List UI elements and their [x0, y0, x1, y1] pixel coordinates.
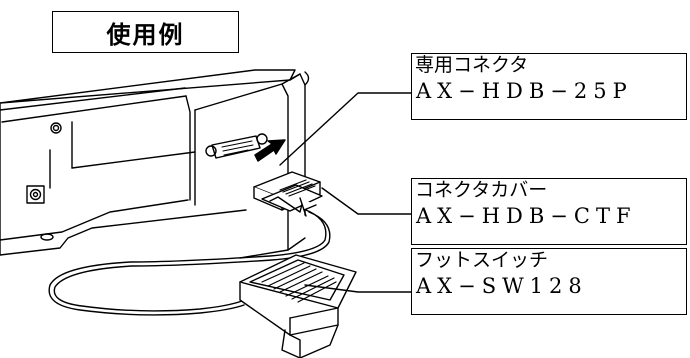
foot-switch [239, 254, 357, 358]
callout-connector-cover: コネクタカバー AX−HDB−CTF [411, 178, 687, 245]
leader-lines [279, 92, 412, 293]
hole-icon [40, 233, 54, 241]
callout-foot-switch: フットスイッチ AX−SW128 [411, 248, 687, 315]
cable [48, 209, 331, 316]
dc-jack-icon [26, 185, 45, 204]
page-title: 使用例 [52, 11, 239, 53]
callout-name: コネクタカバー [415, 179, 548, 201]
callout-model: AX−HDB−25P [416, 79, 633, 103]
callout-dedicated-connector: 専用コネクタ AX−HDB−25P [411, 53, 687, 120]
dsub-port-icon [205, 133, 268, 159]
connector-with-cover [253, 171, 323, 217]
callout-name: フットスイッチ [415, 249, 549, 271]
instrument-body [0, 69, 310, 259]
callout-model: AX−SW128 [416, 274, 588, 298]
insert-arrow-icon [254, 139, 286, 162]
callout-model: AX−HDB−CTF [416, 204, 637, 228]
ground-screw-icon [50, 122, 62, 134]
callout-name: 専用コネクタ [415, 54, 529, 76]
